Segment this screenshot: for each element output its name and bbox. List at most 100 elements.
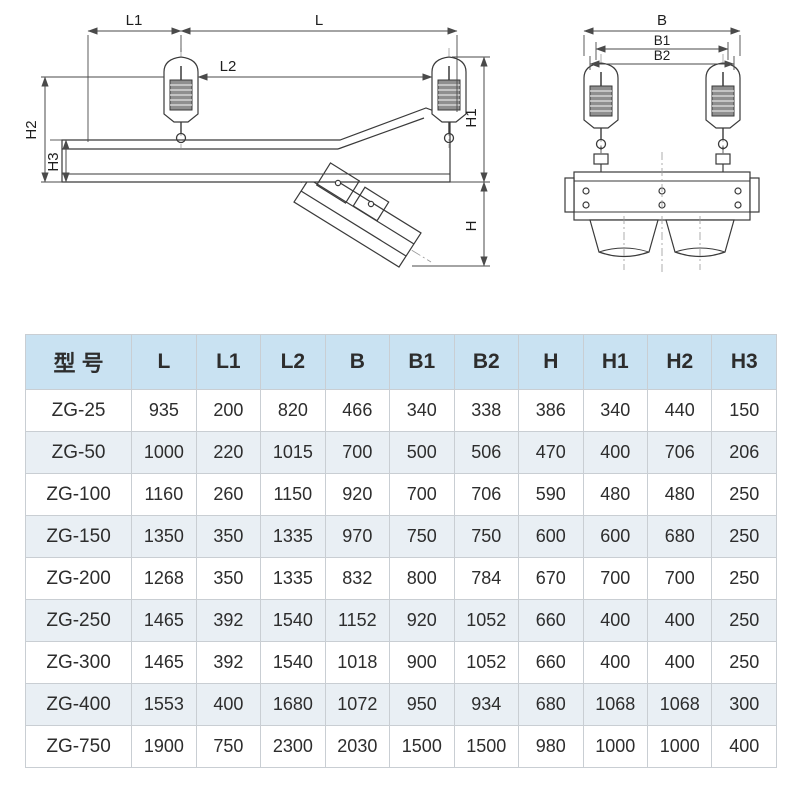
value-cell: 400: [646, 599, 713, 642]
header-cell: H: [518, 334, 584, 390]
value-cell: 250: [711, 599, 777, 642]
value-cell: 440: [646, 389, 713, 432]
value-cell: 700: [582, 557, 649, 600]
value-cell: 1000: [582, 725, 649, 768]
value-cell: 400: [582, 641, 649, 684]
model-cell: ZG-200: [24, 557, 133, 600]
dimension-labels: L1 L L2 H2 H3 H1 H B B1 B2: [23, 12, 670, 231]
model-cell: ZG-750: [24, 725, 133, 768]
technical-drawing: L1 L L2 H2 H3 H1 H B B1 B2: [23, 12, 760, 274]
value-cell: 250: [711, 515, 777, 558]
value-cell: 680: [518, 683, 584, 726]
value-cell: 700: [646, 557, 713, 600]
value-cell: 1068: [646, 683, 713, 726]
value-cell: 1268: [131, 557, 197, 600]
header-cell: H3: [711, 334, 777, 390]
value-cell: 400: [646, 641, 713, 684]
end-view: [564, 146, 760, 274]
value-cell: 1335: [260, 557, 326, 600]
value-cell: 1152: [324, 599, 391, 642]
value-cell: 1150: [260, 473, 326, 516]
value-cell: 680: [646, 515, 713, 558]
dim-label-B1: B1: [654, 33, 671, 48]
value-cell: 660: [518, 599, 584, 642]
value-cell: 500: [389, 431, 455, 474]
value-cell: 660: [518, 641, 584, 684]
model-cell: ZG-100: [24, 473, 133, 516]
value-cell: 832: [324, 557, 391, 600]
header-cell: L2: [260, 334, 326, 390]
value-cell: 506: [453, 431, 520, 474]
value-cell: 1540: [260, 641, 326, 684]
header-cell: L1: [195, 334, 262, 390]
value-cell: 2030: [324, 725, 391, 768]
value-cell: 600: [582, 515, 649, 558]
spring-hanger-end-left: [583, 53, 619, 155]
value-cell: 1465: [131, 599, 197, 642]
dim-label-B2: B2: [654, 48, 671, 63]
value-cell: 950: [389, 683, 455, 726]
dim-label-H2: H2: [23, 120, 40, 139]
value-cell: 1350: [131, 515, 197, 558]
dim-label-L2: L2: [220, 58, 237, 75]
model-cell: ZG-25: [24, 389, 133, 432]
value-cell: 466: [324, 389, 391, 432]
value-cell: 340: [389, 389, 455, 432]
dimension-lines: [41, 27, 741, 267]
header-cell: L: [131, 334, 197, 390]
value-cell: 150: [711, 389, 777, 432]
value-cell: 200: [195, 389, 262, 432]
value-cell: 1500: [389, 725, 455, 768]
dim-label-H3: H3: [45, 152, 62, 171]
value-cell: 935: [131, 389, 197, 432]
value-cell: 250: [711, 557, 777, 600]
value-cell: 800: [389, 557, 455, 600]
value-cell: 400: [195, 683, 262, 726]
value-cell: 250: [711, 641, 777, 684]
value-cell: 1018: [324, 641, 391, 684]
value-cell: 338: [453, 389, 520, 432]
drive-mount-bracket: [315, 162, 390, 222]
dim-label-L: L: [315, 12, 323, 29]
header-cell: H2: [646, 334, 713, 390]
center-lines: [623, 152, 701, 274]
dim-label-L1: L1: [126, 12, 143, 29]
value-cell: 670: [518, 557, 584, 600]
value-cell: 750: [389, 515, 455, 558]
model-cell: ZG-50: [24, 431, 133, 474]
value-cell: 400: [582, 599, 649, 642]
dim-label-B: B: [657, 12, 667, 29]
value-cell: 386: [518, 389, 584, 432]
header-cell: B: [324, 334, 391, 390]
side-view: [61, 107, 451, 268]
value-cell: 392: [195, 641, 262, 684]
value-cell: 2300: [260, 725, 326, 768]
value-cell: 980: [518, 725, 584, 768]
spring-hanger-left: [163, 47, 199, 149]
value-cell: 1553: [131, 683, 197, 726]
value-cell: 1000: [646, 725, 713, 768]
value-cell: 600: [518, 515, 584, 558]
value-cell: 400: [582, 431, 649, 474]
value-cell: 1500: [453, 725, 520, 768]
value-cell: 340: [582, 389, 649, 432]
value-cell: 706: [453, 473, 520, 516]
value-cell: 250: [711, 473, 777, 516]
value-cell: 750: [195, 725, 262, 768]
value-cell: 750: [453, 515, 520, 558]
model-cell: ZG-250: [24, 599, 133, 642]
value-cell: 784: [453, 557, 520, 600]
value-cell: 1900: [131, 725, 197, 768]
value-cell: 920: [324, 473, 391, 516]
value-cell: 970: [324, 515, 391, 558]
value-cell: 700: [324, 431, 391, 474]
value-cell: 470: [518, 431, 584, 474]
